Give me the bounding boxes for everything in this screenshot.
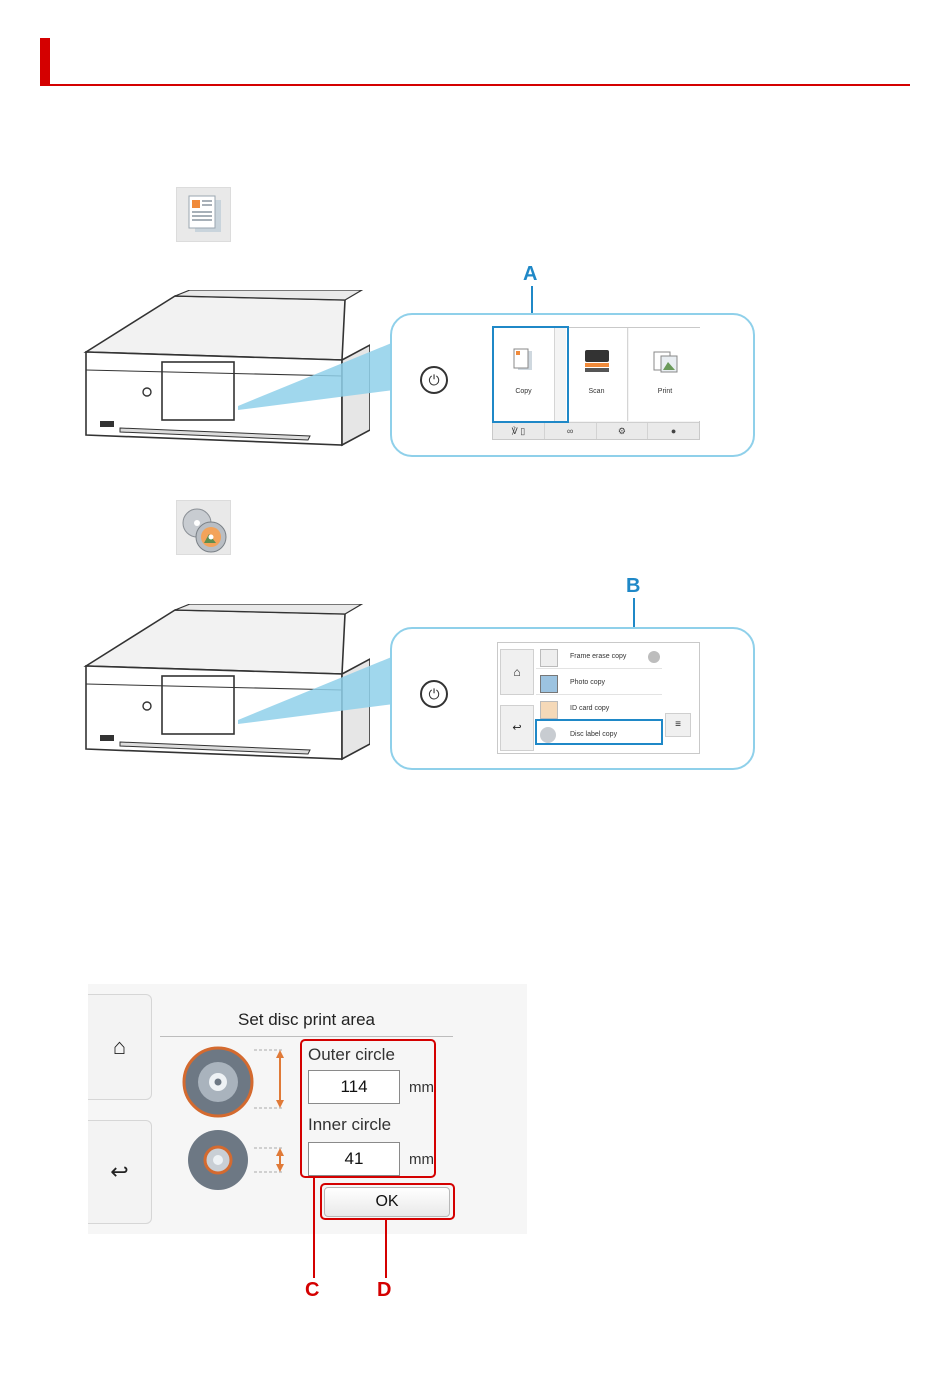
tile-print[interactable]: Print — [629, 328, 701, 421]
callout-d: D — [377, 1279, 391, 1302]
power-icon[interactable]: ⏻ — [420, 366, 448, 394]
list-item-id-card-copy[interactable]: ID card copy — [536, 697, 662, 721]
disc-label-copy-icon — [176, 500, 231, 555]
callout-c-leader — [313, 1178, 315, 1278]
back-button[interactable]: ↩ — [88, 1120, 152, 1224]
settings-list-icon[interactable]: ≡ — [665, 713, 691, 737]
disc-diagram — [180, 1044, 290, 1194]
home-button[interactable]: ⌂ — [88, 994, 152, 1100]
screen-title: Set disc print area — [160, 1010, 453, 1030]
callout-d-leader — [385, 1220, 387, 1278]
frame-erase-thumb-icon — [540, 649, 558, 667]
list-item-label: ID card copy — [570, 705, 609, 712]
photo-thumb-icon — [540, 675, 558, 693]
gear-icon[interactable]: ⚙ — [597, 423, 649, 439]
list-item-label: Frame erase copy — [570, 653, 626, 660]
list-item-label: Photo copy — [570, 679, 605, 686]
highlight-d — [320, 1183, 455, 1220]
callout-c: C — [305, 1279, 319, 1302]
id-card-thumb-icon — [540, 701, 558, 719]
tile-print-label: Print — [629, 388, 701, 395]
copy-icon — [176, 187, 231, 242]
scan-tile-icon — [583, 348, 611, 374]
wireless-icon[interactable]: ∞ — [545, 423, 597, 439]
callout-a: A — [523, 263, 537, 286]
status-bar: ℣ ▯ ∞ ⚙ ● — [493, 422, 699, 439]
highlight-a — [492, 326, 569, 423]
header-rule — [40, 84, 910, 86]
home-icon[interactable]: ⌂ — [500, 649, 534, 695]
list-item-frame-erase-copy[interactable]: Frame erase copy — [536, 645, 662, 669]
tile-scan-label: Scan — [566, 388, 627, 395]
header-accent-bar — [40, 38, 50, 85]
list-item-photo-copy[interactable]: Photo copy — [536, 671, 662, 695]
title-divider — [160, 1036, 453, 1037]
home-icon: ⌂ — [113, 1034, 126, 1060]
back-icon: ↩ — [110, 1159, 128, 1185]
zoom-beam — [236, 340, 396, 420]
wifi-icon[interactable]: ℣ ▯ — [493, 423, 545, 439]
zoom-beam-2 — [236, 654, 396, 734]
back-icon[interactable]: ↩ — [500, 705, 534, 751]
print-tile-icon — [651, 348, 679, 374]
power-icon-2[interactable]: ⏻ — [420, 680, 448, 708]
highlight-b — [535, 719, 663, 745]
scroll-indicator-icon — [648, 651, 660, 663]
highlight-c — [300, 1039, 436, 1178]
info-icon[interactable]: ● — [648, 423, 699, 439]
callout-b: B — [626, 575, 640, 598]
tile-scan[interactable]: Scan — [566, 328, 628, 421]
